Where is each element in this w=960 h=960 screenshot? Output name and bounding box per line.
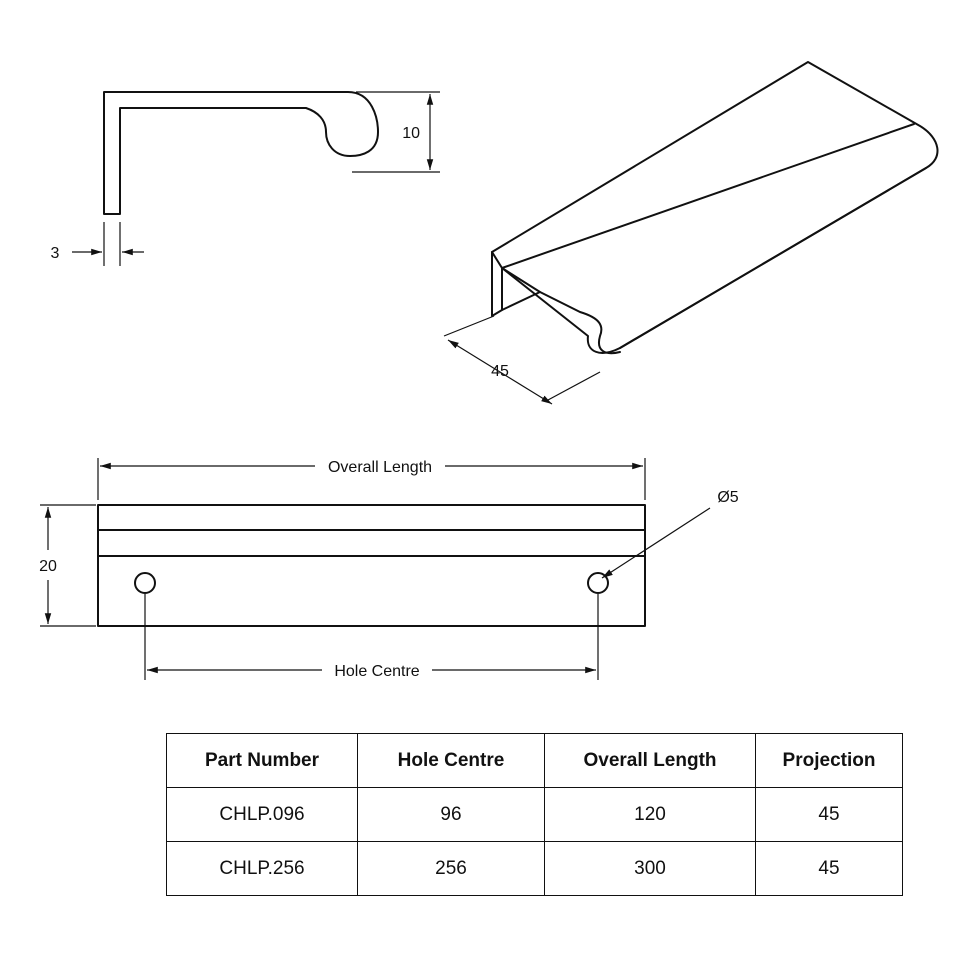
iso-front-end [491, 251, 503, 317]
hole-left [134, 572, 156, 594]
cell-overall-length: 120 [544, 787, 756, 842]
height-label: 20 [39, 558, 57, 575]
header-hole-centre: Hole Centre [357, 733, 545, 788]
cell-projection: 45 [755, 841, 903, 896]
projection-label: 45 [491, 363, 509, 380]
table-row: CHLP.256 256 300 45 [166, 841, 903, 896]
cell-overall-length: 300 [544, 841, 756, 896]
profile-outline [103, 91, 379, 215]
thickness-label: 3 [51, 245, 60, 262]
overall-length-label: Overall Length [328, 459, 432, 476]
profile-view [72, 91, 440, 266]
header-overall-length: Overall Length [544, 733, 756, 788]
header-projection: Projection [755, 733, 903, 788]
cell-part-number: CHLP.256 [166, 841, 358, 896]
hole-right [587, 572, 609, 594]
front-view [40, 458, 711, 680]
table-row: CHLP.096 96 120 45 [166, 787, 903, 842]
cell-projection: 45 [755, 787, 903, 842]
isometric-view [443, 61, 939, 405]
hole-centre-label: Hole Centre [334, 663, 419, 680]
lip-height-label: 10 [402, 125, 420, 142]
cell-hole-centre: 96 [357, 787, 545, 842]
front-outline [97, 504, 646, 627]
cell-part-number: CHLP.096 [166, 787, 358, 842]
header-part-number: Part Number [166, 733, 358, 788]
cell-hole-centre: 256 [357, 841, 545, 896]
spec-table: Part Number Hole Centre Overall Length P… [166, 733, 903, 896]
table-header-row: Part Number Hole Centre Overall Length P… [166, 733, 903, 788]
iso-top-face [491, 61, 939, 354]
hole-diameter-label: Ø5 [717, 489, 738, 506]
